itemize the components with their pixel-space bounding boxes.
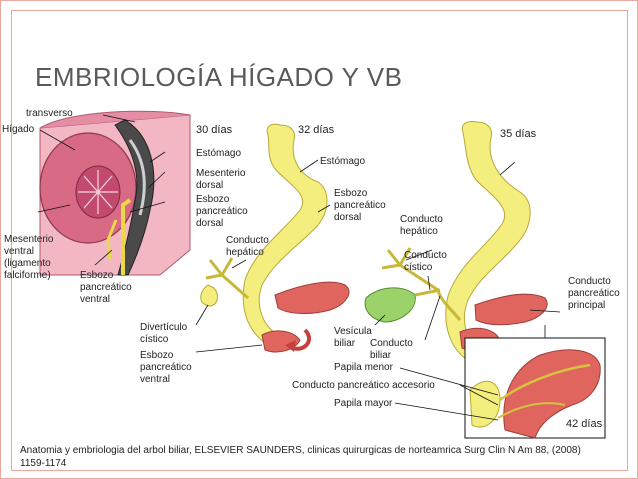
label-42-dias: 42 días <box>566 418 603 430</box>
embryology-illustration <box>37 110 606 439</box>
label-32-dias: 32 días <box>298 124 335 136</box>
label-30-dias: 30 días <box>196 124 233 136</box>
embryology-figure: transverso Hígado Mesenterio ventral (li… <box>0 100 638 445</box>
label-higado: Hígado <box>2 124 35 135</box>
label-mesenterio-ventral: Mesenterio ventral (ligamento falciforme… <box>4 234 54 281</box>
figure-caption: Anatomia y embriologia del arbol biliar,… <box>20 445 581 469</box>
panel-35-days <box>364 121 561 363</box>
label-conducto-hepatico-2: Conducto hepático <box>400 214 443 237</box>
label-conducto-biliar: Conducto biliar <box>370 338 413 361</box>
panel-42-days <box>394 325 606 439</box>
label-conducto-pancreatico-accesorio: Conducto pancreático accesorio <box>292 380 435 391</box>
label-esbozo-pancreatico-dorsal-2: Esbozo pancreático dorsal <box>334 188 386 223</box>
label-conducto-hepatico-1: Conducto hepático <box>226 235 269 258</box>
panel-32-days <box>195 123 350 353</box>
slide-title: EMBRIOLOGÍA HÍGADO Y VB <box>35 62 403 92</box>
label-esbozo-pancreatico-dorsal-1: Esbozo pancreático dorsal <box>196 194 248 229</box>
label-vesicula-biliar: Vesícula biliar <box>334 326 372 349</box>
label-mesenterio-dorsal: Mesenterio dorsal <box>196 168 246 191</box>
label-35-dias: 35 días <box>500 128 537 140</box>
label-conducto-pancreatico-principal: Conducto pancreático principal <box>568 276 620 311</box>
label-estomago-1: Estómago <box>196 148 242 159</box>
label-conducto-cistico: Conducto cístico <box>404 250 447 273</box>
label-papila-menor: Papila menor <box>334 362 393 373</box>
label-transverso: transverso <box>26 108 73 119</box>
label-estomago-2: Estómago <box>320 156 366 167</box>
label-papila-mayor: Papila mayor <box>334 398 393 409</box>
label-esbozo-pancreatico-ventral-1: Esbozo pancreático ventral <box>80 270 132 305</box>
label-diverticulo-cistico: Divertículo cístico <box>140 322 188 345</box>
label-esbozo-pancreatico-ventral-2: Esbozo pancreático ventral <box>140 350 192 385</box>
panel-30-days-section <box>37 110 191 276</box>
